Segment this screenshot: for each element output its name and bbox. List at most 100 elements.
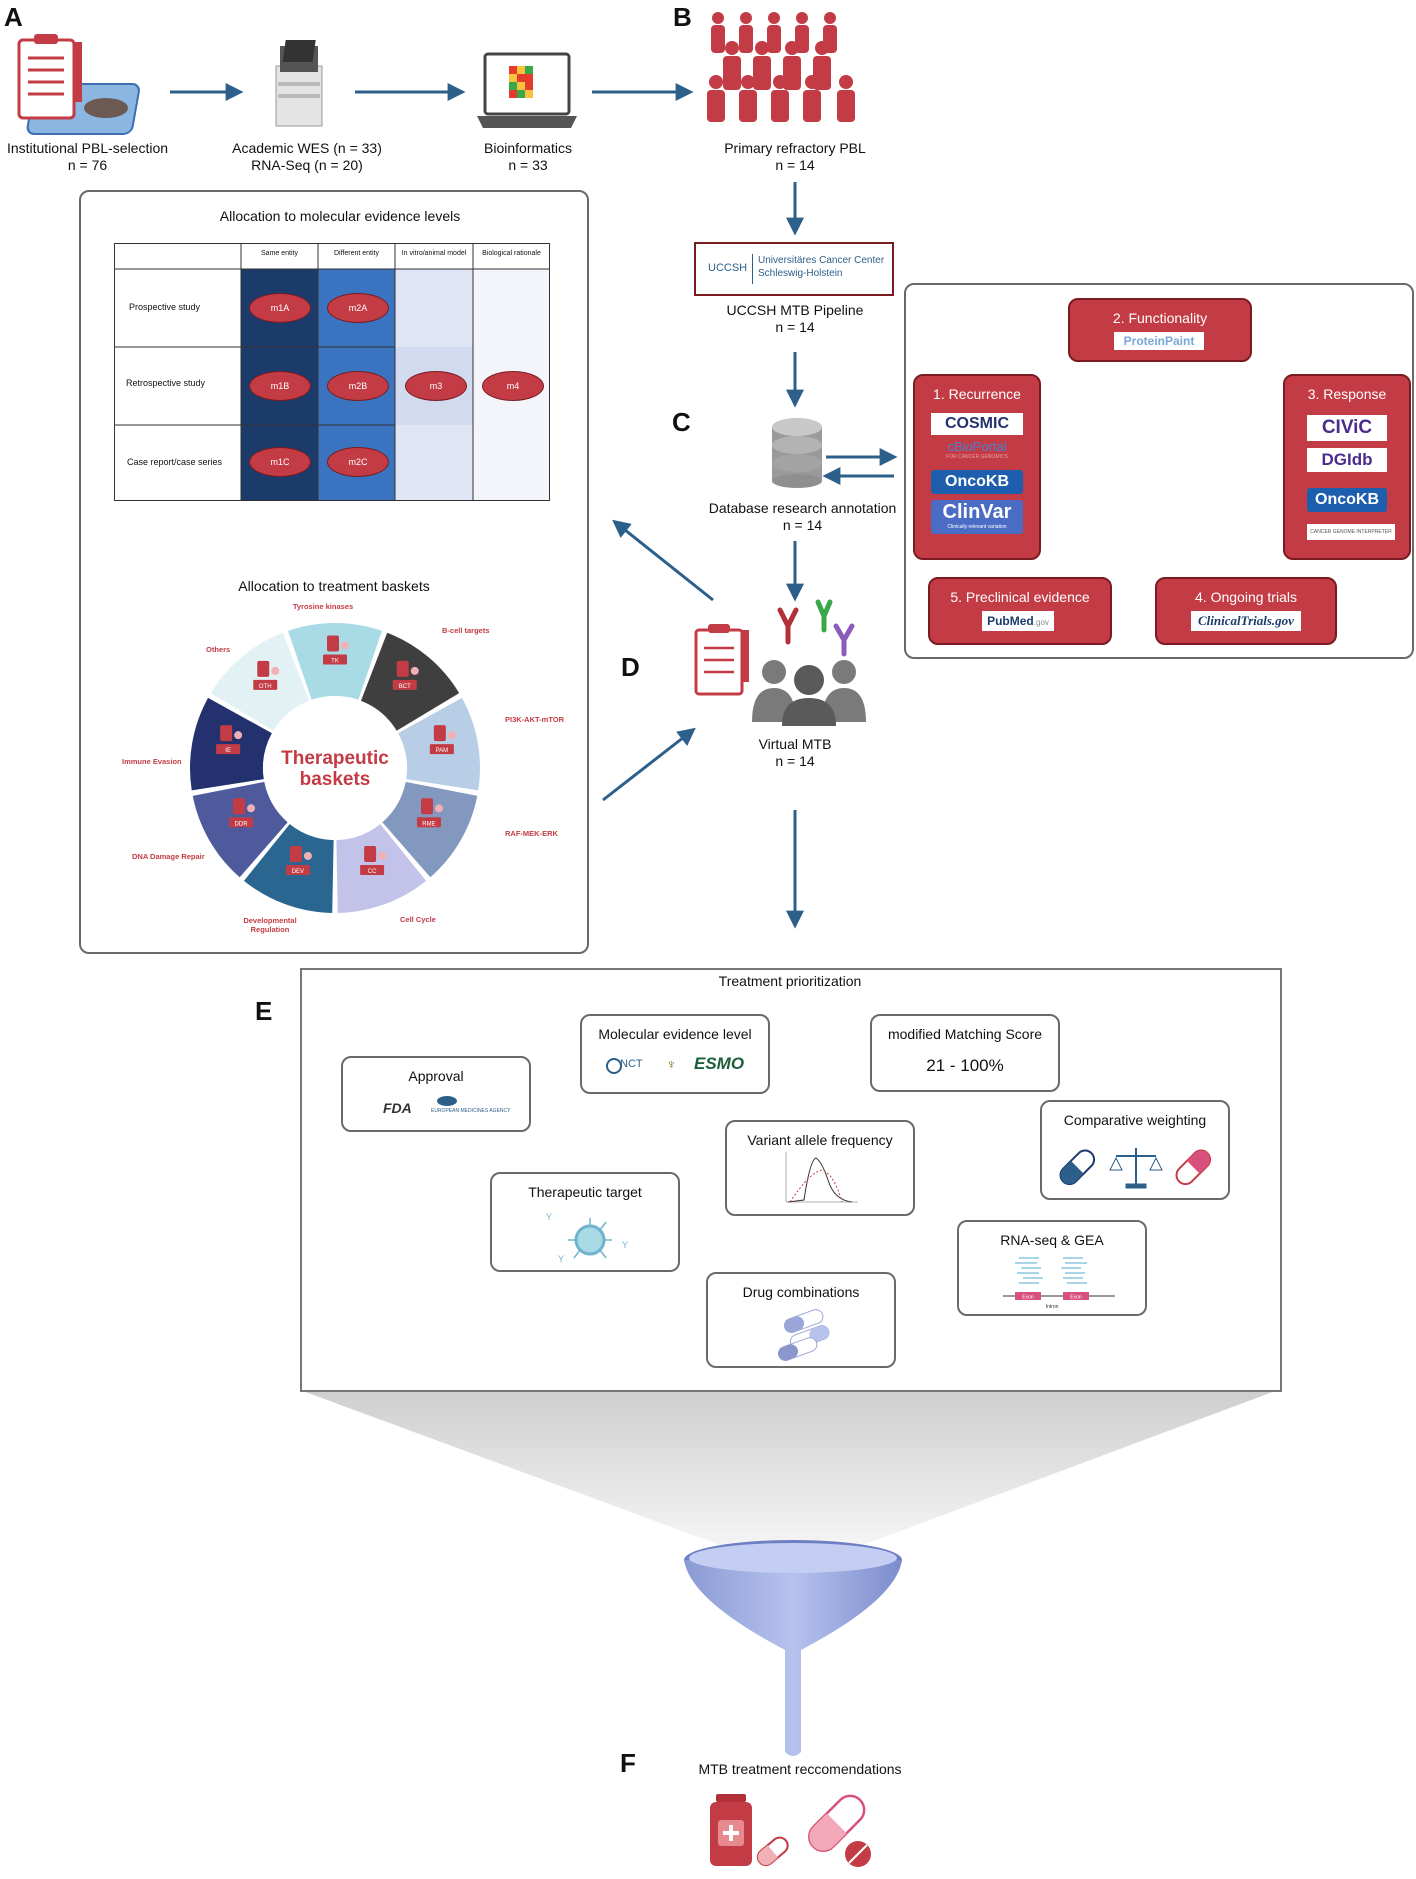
panel-letter-c: C — [672, 407, 691, 437]
panel-letter-d: D — [621, 652, 640, 682]
cosmic-logo: COSMIC — [931, 413, 1023, 435]
sequencer-icon — [275, 40, 323, 127]
basket-drug-icon: TK — [323, 635, 349, 665]
arrow — [602, 727, 696, 802]
basket-segment-rme — [382, 781, 478, 878]
laptop-heatmap-icon — [477, 52, 577, 128]
baskets-center-line2: baskets — [300, 769, 371, 790]
patients-group-icon — [707, 12, 855, 122]
functionality-box: 2. Functionality ProteinPaint — [1068, 298, 1252, 362]
virtual-mtb-icon — [694, 599, 866, 726]
svg-text:Y: Y — [546, 1212, 552, 1222]
level-m1a: m1A — [249, 293, 311, 323]
col-header: In vitro/animal model — [401, 250, 467, 257]
proteinpaint-logo: ProteinPaint — [1114, 332, 1204, 350]
matching-score-card: modified Matching Score 21 - 100% — [870, 1014, 1060, 1092]
basket-label: Cell Cycle — [400, 915, 436, 924]
clipboard-tablet-icon — [17, 34, 140, 135]
row-header: Case report/case series — [127, 457, 223, 467]
basket-drug-icon: CC — [360, 845, 387, 875]
ema-icon — [437, 1096, 457, 1106]
level-m3: m3 — [405, 371, 467, 401]
evidence-title: Allocation to molecular evidence levels — [219, 208, 461, 224]
rnaseq-card: RNA-seq & GEA Exon Exon Intron — [957, 1220, 1147, 1316]
recurrence-title: 1. Recurrence — [933, 386, 1021, 402]
basket-segment-ddr — [192, 781, 288, 878]
level-m2a: m2A — [327, 293, 389, 323]
molecular-evidence-card: Molecular evidence level NCT ♆ ESMO — [580, 1014, 770, 1094]
weighting-icons — [1059, 1148, 1212, 1189]
arrow — [612, 519, 714, 602]
basket-drug-icon: BCT — [392, 660, 419, 690]
level-m1b: m1B — [249, 371, 311, 401]
basket-label: B-cell targets — [442, 626, 490, 635]
col-header: Different entity — [333, 250, 379, 257]
response-box: 3. Response CIViC DGIdb OncoKB CANCER GE… — [1283, 374, 1411, 560]
capsule-small-icon — [756, 1836, 789, 1867]
basket-drug-icon: IE — [216, 725, 243, 755]
funnel-mouth — [689, 1543, 897, 1573]
row-header: Retrospective study — [126, 378, 206, 388]
fda-logo: FDA — [383, 1100, 412, 1116]
cgi-logo: CANCER GENOME INTERPRETER — [1307, 524, 1395, 540]
esmo-logo: ESMO — [694, 1054, 745, 1073]
database-icon — [772, 418, 822, 488]
nct-icon — [606, 1058, 622, 1074]
funnel-body — [684, 1560, 902, 1756]
basket-abbr: OTH — [259, 684, 272, 690]
trials-title: 4. Ongoing trials — [1195, 589, 1297, 605]
col-header: Same entity — [261, 250, 298, 257]
panel-letter-f: F — [620, 1748, 636, 1778]
medicine-bottle-icon — [710, 1794, 752, 1866]
svg-text:Y: Y — [622, 1240, 628, 1250]
capsule-large-icon — [808, 1794, 866, 1852]
level-m1c: m1C — [249, 447, 311, 477]
col-header: Biological rationale — [482, 250, 541, 257]
level-m2c: m2C — [327, 447, 389, 477]
prioritization-title: Treatment prioritization — [718, 973, 862, 989]
civic-logo: CIViC — [1307, 415, 1387, 441]
clinvar-logo: ClinVar Clinically relevant variation — [931, 500, 1023, 534]
target-cell-icon: YY Y — [546, 1212, 628, 1264]
dgidb-logo: DGIdb — [1307, 448, 1387, 472]
basket-label: PI3K-AKT-mTOR — [505, 715, 565, 724]
basket-abbr: DEV — [292, 869, 304, 875]
basket-label: Others — [206, 645, 230, 654]
baskets-title: Allocation to treatment baskets — [238, 578, 430, 594]
vaf-plot-icon — [785, 1152, 858, 1203]
level-m4: m4 — [482, 371, 544, 401]
oncokb-logo: OncoKB — [1307, 488, 1387, 512]
preclinical-box: 5. Preclinical evidence PubMed.gov — [928, 577, 1112, 645]
approval-card: Approval FDA EUROPEAN MEDICINES AGENCY — [341, 1056, 531, 1132]
basket-abbr: TK — [331, 659, 339, 665]
recurrence-box: 1. Recurrence COSMIC cBioPortal FOR CANC… — [913, 374, 1041, 560]
matching-score-value: 21 - 100% — [926, 1056, 1004, 1075]
exon-label: Exon — [1070, 1295, 1082, 1301]
medicine-icons — [710, 1794, 871, 1867]
panel-letter-a: A — [4, 2, 23, 32]
basket-drug-icon: PAM — [429, 725, 456, 755]
exon-label: Exon — [1022, 1295, 1034, 1301]
basket-label: Immune Evasion — [122, 757, 182, 766]
basket-label: Developmental — [243, 916, 296, 925]
sequencing-label: Academic WES (n = 33)RNA-Seq (n = 20) — [232, 140, 382, 173]
result-label: MTB treatment reccomendations — [698, 1761, 902, 1777]
trials-box: 4. Ongoing trials ClinicalTrials.gov — [1155, 577, 1337, 645]
vaf-card: Variant allele frequency — [725, 1120, 915, 1216]
ema-logo: EUROPEAN MEDICINES AGENCY — [431, 1108, 511, 1114]
panel-letter-b: B — [673, 2, 692, 32]
basket-drug-icon: DEV — [285, 845, 312, 875]
functionality-title: 2. Functionality — [1112, 310, 1208, 326]
basket-abbr: BCT — [399, 684, 411, 690]
basket-label: Tyrosine kinases — [293, 602, 353, 611]
basket-drug-icon: RME — [416, 798, 443, 828]
rnaseq-reads-icon: Exon Exon Intron — [1003, 1257, 1115, 1310]
basket-label: DNA Damage Repair — [132, 852, 205, 861]
cbioportal-logo: cBioPortal FOR CANCER GENOMICS — [931, 440, 1023, 464]
clinicaltrials-logo: ClinicalTrials.gov — [1191, 611, 1301, 631]
